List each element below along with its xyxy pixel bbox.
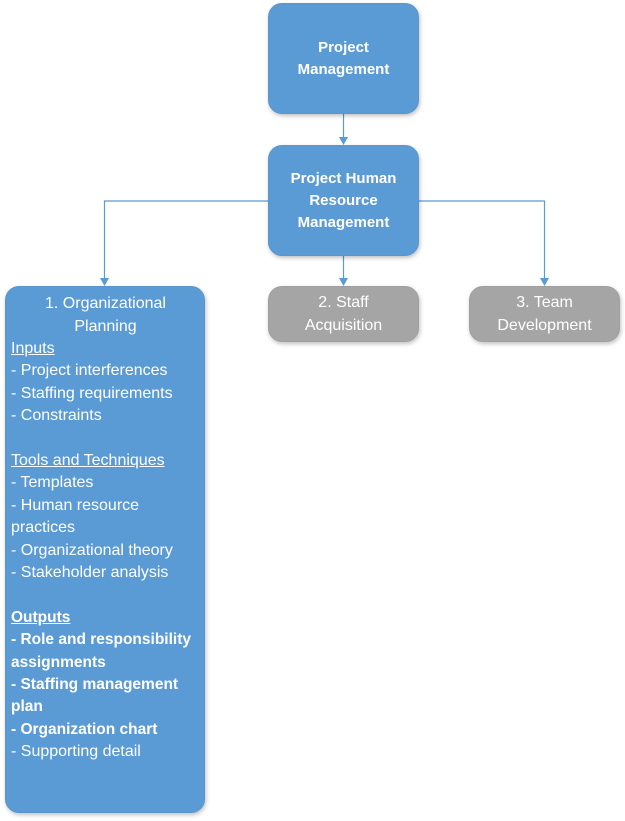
- list-item: - Project interferences: [11, 362, 168, 380]
- list-item: - Organization chart: [11, 720, 158, 738]
- section-heading-outputs: Outputs: [11, 608, 71, 626]
- spacer: [11, 584, 200, 606]
- node-label-line: Project Human: [290, 169, 397, 187]
- connector-child-to-team-development: [419, 200, 546, 279]
- node-title-line: Planning: [74, 318, 137, 335]
- node-team-development: 3. Team Development: [469, 286, 620, 342]
- list-item: - Templates: [11, 474, 94, 492]
- list-item: - Staffing management plan: [11, 676, 179, 716]
- list-item: - Stakeholder analysis: [11, 564, 169, 582]
- node-label-line: Management: [297, 60, 390, 78]
- node-project-management: Project Management: [268, 3, 419, 114]
- node-staff-acquisition: 2. Staff Acquisition: [268, 286, 419, 342]
- arrowhead-child: [339, 137, 348, 145]
- node-title-line: 1. Organizational: [45, 295, 166, 312]
- node-organizational-planning: 1. Organizational Planning Inputs - Proj…: [5, 286, 205, 813]
- list-item: - Staffing requirements: [11, 384, 173, 402]
- list-item: - Supporting detail: [11, 743, 141, 761]
- arrowhead-staff-acquisition: [339, 278, 348, 286]
- node-title-line: Development: [497, 317, 592, 334]
- node-title-line: 3. Team: [516, 294, 573, 311]
- spacer: [11, 428, 200, 450]
- connector-child-to-org-planning: [103, 200, 268, 279]
- node-project-human-resource-management: Project Human Resource Management: [268, 145, 419, 256]
- node-label-line: Management: [297, 213, 390, 231]
- list-item: - Constraints: [11, 407, 102, 425]
- node-title-line: Acquisition: [304, 317, 383, 334]
- section-heading-inputs: Inputs: [11, 340, 55, 357]
- node-label-line: Project: [318, 38, 369, 56]
- arrowhead-team-development: [540, 278, 549, 286]
- node-title-line: 2. Staff: [318, 294, 369, 311]
- node-label-line: Resource: [309, 191, 378, 209]
- list-item: - Organizational theory: [11, 541, 173, 559]
- list-item: - Human resource practices: [11, 496, 140, 537]
- list-item: - Role and responsibility assignments: [11, 631, 191, 671]
- arrowhead-org-planning: [100, 278, 109, 286]
- section-heading-tools: Tools and Techniques: [11, 452, 165, 470]
